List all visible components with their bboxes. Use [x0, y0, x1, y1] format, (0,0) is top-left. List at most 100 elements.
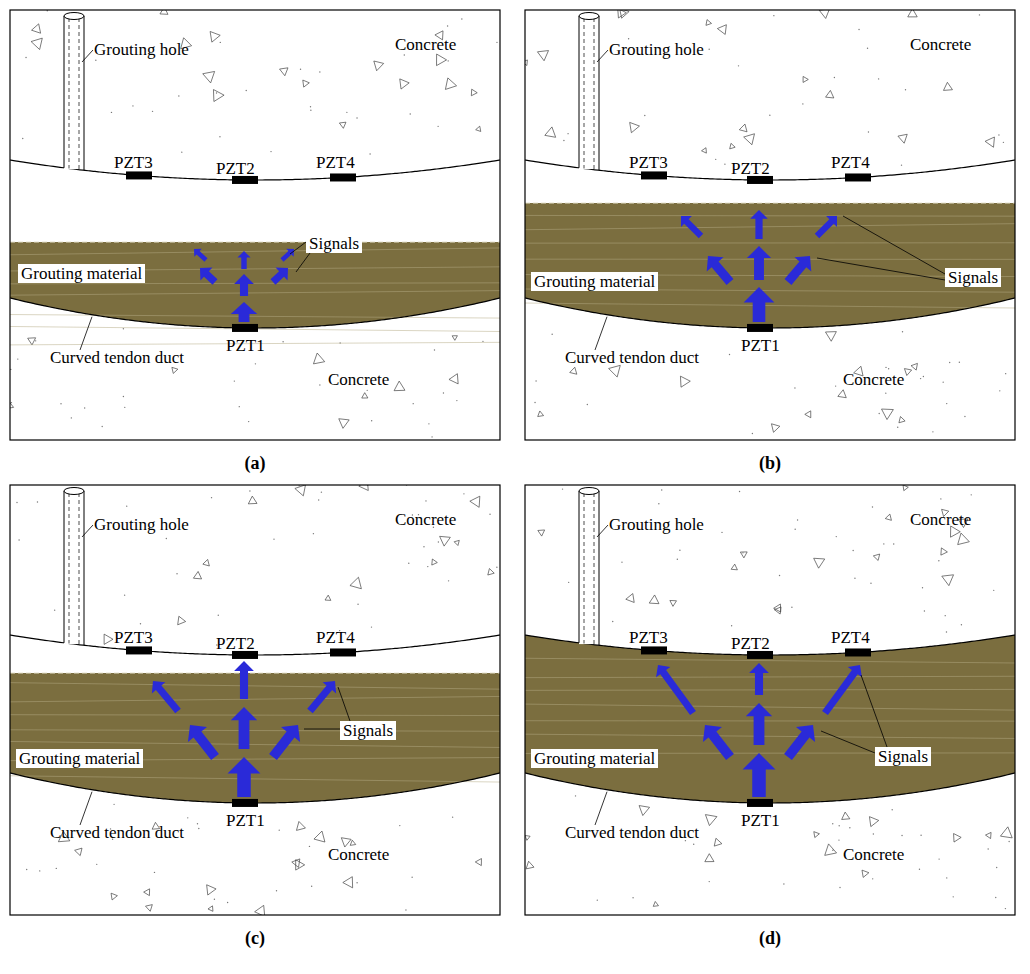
panel-border: [10, 10, 500, 440]
hole-label: Grouting hole: [94, 515, 189, 534]
panel-caption: (b): [759, 454, 781, 473]
signal-label: Signals: [945, 268, 1001, 287]
hole-label: Grouting hole: [609, 515, 704, 534]
signal-arrow: [785, 256, 812, 285]
duct-wall: [525, 773, 1015, 803]
duct-panel: [10, 480, 500, 916]
grouting-hole: [64, 488, 84, 646]
signal-arrow: [746, 703, 772, 745]
sensor-label: PZT4: [831, 628, 870, 647]
material-label: Concrete: [910, 35, 971, 54]
signal-arrow: [707, 256, 734, 285]
signal-arrow: [234, 661, 254, 699]
hole-label: Grouting hole: [94, 40, 189, 59]
signal-arrow: [703, 725, 734, 760]
material-label: Grouting material: [16, 749, 143, 768]
pzt-sensor: [641, 171, 667, 179]
signal-arrow: [231, 707, 257, 749]
pzt-sensor: [641, 646, 667, 654]
sensor-label: PZT1: [226, 811, 265, 830]
signal-label: Signals: [875, 747, 931, 766]
grouting-hole: [579, 13, 599, 171]
material-label: Grouting material: [531, 749, 658, 768]
material-label: Concrete: [395, 510, 456, 529]
signal-arrow: [815, 216, 837, 238]
duct-panel: [7, 7, 500, 440]
material-label: Grouting material: [18, 264, 145, 283]
concrete-texture: [10, 10, 498, 438]
sensor-label: PZT3: [114, 628, 153, 647]
leader-line: [597, 50, 608, 62]
leader-line: [82, 50, 93, 62]
material-label: Concrete: [328, 370, 389, 389]
material-label: Concrete: [910, 510, 971, 529]
signal-arrow: [194, 249, 208, 262]
panel-caption: (c): [245, 929, 265, 948]
sensor-label: PZT1: [226, 336, 265, 355]
pzt-sensor: [330, 173, 356, 181]
sensor-label: PZT1: [741, 336, 780, 355]
leader-line: [338, 687, 350, 721]
sensor-label: PZT3: [629, 628, 668, 647]
material-label: Grouting material: [531, 272, 658, 291]
leader-line: [595, 792, 607, 825]
leader-line: [304, 729, 340, 730]
leader-line: [80, 317, 92, 350]
pzt-sensor: [845, 648, 871, 656]
sensor-label: PZT3: [629, 153, 668, 172]
duct-wall: [10, 773, 500, 803]
signal-arrow: [271, 268, 288, 285]
duct-label: Curved tendon duct: [50, 348, 184, 367]
duct-panel: [525, 485, 1015, 915]
grouting-material: [525, 635, 1015, 803]
signal-arrow: [200, 268, 217, 285]
grouting-material: [10, 673, 500, 803]
leader-line: [821, 731, 875, 753]
sensor-label: PZT1: [741, 811, 780, 830]
panel-caption: (d): [759, 929, 781, 948]
signal-arrow: [280, 249, 294, 262]
duct-label: Curved tendon duct: [565, 348, 699, 367]
leader-line: [82, 525, 93, 537]
signal-arrow: [747, 246, 771, 280]
signal-arrow: [231, 302, 257, 322]
pzt-sensor: [126, 646, 152, 654]
sensor-label: PZT4: [316, 153, 355, 172]
duct-panel: [522, 8, 1015, 440]
signal-arrow: [228, 757, 261, 797]
grouting-hole: [579, 488, 599, 646]
duct-label: Curved tendon duct: [50, 823, 184, 842]
pzt-actuator: [747, 799, 773, 807]
signal-arrow: [237, 251, 250, 269]
pzt-sensor: [126, 171, 152, 179]
signal-arrow: [152, 681, 181, 713]
pzt-actuator: [232, 799, 258, 807]
leader-line: [290, 242, 306, 254]
pzt-sensor: [845, 173, 871, 181]
sensor-label: PZT4: [831, 153, 870, 172]
signal-arrow: [656, 665, 696, 715]
panel-caption: (a): [245, 454, 266, 473]
material-label: Concrete: [395, 35, 456, 54]
leader-line: [595, 317, 607, 350]
panel-border: [10, 485, 500, 915]
panel-border: [525, 10, 1015, 440]
signal-arrow: [749, 663, 769, 695]
panel-border: [525, 485, 1015, 915]
signal-arrow: [822, 665, 862, 715]
sensor-label: PZT3: [114, 153, 153, 172]
leader-line: [80, 792, 92, 825]
hole-label: Grouting hole: [609, 40, 704, 59]
leader-line: [296, 253, 310, 272]
material-label: Concrete: [843, 845, 904, 864]
signal-arrow: [269, 725, 300, 760]
material-label: Concrete: [843, 370, 904, 389]
duct-wall: [525, 298, 1015, 328]
signal-arrow: [234, 274, 254, 296]
signal-arrow: [743, 753, 776, 797]
pzt-sensor: [330, 648, 356, 656]
leader-line: [861, 675, 887, 747]
duct-wall: [10, 298, 500, 328]
signal-arrow: [307, 681, 336, 713]
